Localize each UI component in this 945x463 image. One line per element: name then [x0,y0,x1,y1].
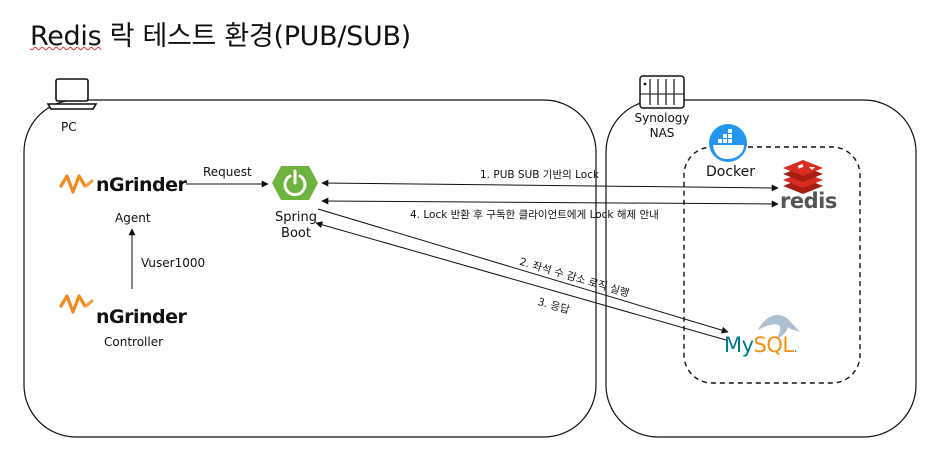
nas-server-icon [639,75,685,109]
title-rest: 락 테스트 환경(PUB/SUB) [101,21,412,52]
mysql-label-my: My [724,333,754,357]
spring-boot-label: Spring Boot [266,210,326,242]
edge-vuser-label: Vuser1000 [141,256,206,270]
edge-step1-label: 1. PUB SUB 기반의 Lock [480,169,600,181]
nas-label-line2: NAS [649,126,675,140]
ngrinder-controller-logo-mark [59,294,94,314]
laptop-icon [46,78,98,110]
pc-label: PC [61,120,77,134]
spring-boot-icon [272,166,318,200]
ngrinder-controller-label: Controller [104,335,164,349]
mysql-label-sql: SQL [753,333,795,357]
nas-label: Synology NAS [634,111,690,141]
ngrinder-agent-label: Agent [115,211,151,225]
nas-label-line1: Synology [634,111,690,125]
page-title: Redis 락 테스트 환경(PUB/SUB) [30,14,411,53]
ngrinder-agent-logo-mark [59,174,94,194]
edge-request-label: Request [203,165,252,179]
redis-icon [783,160,823,194]
nas-container [605,99,917,438]
edge-step4 [321,197,779,208]
ngrinder-controller-logo-text: nGrinder [96,306,187,328]
edge-step3 [315,221,727,341]
ngrinder-agent-logo-text: nGrinder [96,174,187,196]
docker-label: Docker [706,164,756,180]
docker-icon [709,124,747,162]
spring-boot-label-line2: Boot [281,226,311,241]
mysql-dolphin-icon [758,314,800,338]
mysql-label: MySQL. [724,333,797,357]
title-redis-word: Redis [30,21,102,52]
pc-container [23,99,597,438]
mysql-label-dot: . [793,341,798,355]
edge-step2 [317,208,729,334]
ngrinder-agent-logo: nGrinder [96,174,187,196]
spring-boot-label-line1: Spring [275,210,317,225]
edge-step4-label: 4. Lock 반환 후 구독한 클라이언트에게 Lock 해제 안내 [410,209,659,221]
redis-label: redis [780,189,837,213]
docker-container [683,146,861,384]
ngrinder-controller-logo: nGrinder [96,306,187,328]
edge-step1 [321,179,779,192]
